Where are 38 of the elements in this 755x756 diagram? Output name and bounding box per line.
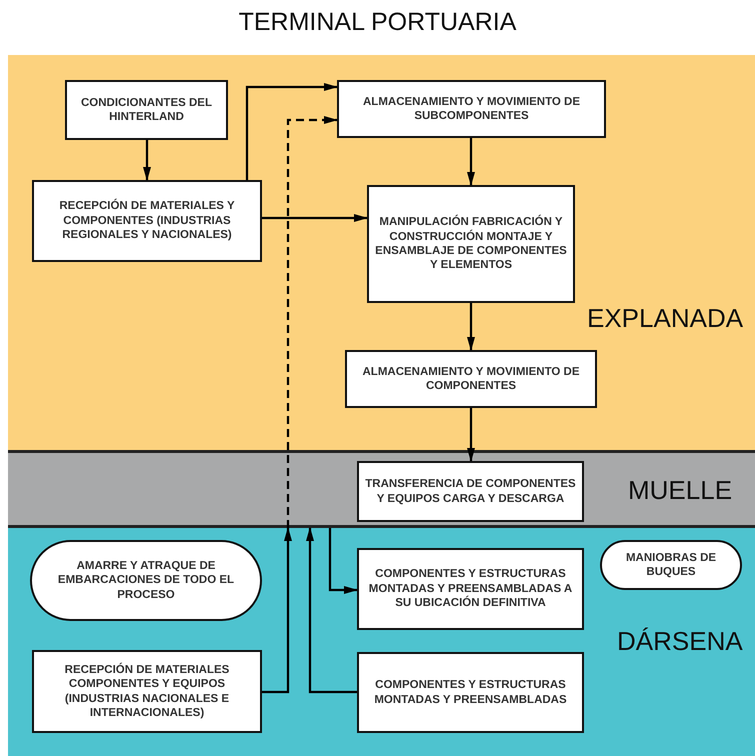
zone-label: DÁRSENA (617, 626, 743, 657)
process-box (32, 650, 262, 733)
process-label: CONDICIONANTES DEL HINTERLAND (80, 96, 213, 124)
arrow (328, 528, 358, 594)
process-box (345, 350, 597, 408)
arrow (262, 527, 292, 694)
process-box (357, 548, 584, 630)
process-label: AMARRE Y ATRAQUE DE EMBARCACIONES DE TODO EL PROCESO (56, 558, 236, 602)
zone-band (8, 528, 755, 756)
process-label: MANIPULACIÓN FABRICACIÓN Y CONSTRUCCIÓN MONTAJE Y ENSAMBLAJE DE COMPONENTES Y ELEMENTOS (375, 215, 567, 273)
arrow (143, 140, 151, 181)
process-label: MANIOBRAS DE BUQUES (624, 550, 718, 580)
rounded-process-box (600, 540, 742, 590)
zone-label: MUELLE (628, 475, 732, 506)
process-label: RECEPCIÓN DE MATERIALES COMPONENTES Y EQUIPOS (INDUSTRIAS NACIONALES E INTERNACIONALES) (64, 662, 230, 720)
process-label: RECEPCIÓN DE MATERIALES Y COMPONENTES (INDUSTRIAS REGIONALES Y NACIONALES) (58, 199, 236, 243)
process-box (357, 652, 584, 733)
diagram-title: TERMINAL PORTUARIA (238, 8, 518, 37)
arrow (286, 116, 338, 528)
process-label: COMPONENTES Y ESTRUCTURAS MONTADAS Y PREENSAMBLADAS (373, 678, 568, 707)
arrow (262, 214, 368, 222)
arrow (467, 138, 475, 186)
zone-band (8, 450, 755, 528)
zone-band (8, 55, 755, 450)
process-label: ALMACENAMIENTO Y MOVIMIENTO DE COMPONENTES (361, 364, 581, 394)
zone-label: EXPLANADA (587, 303, 744, 334)
arrow (306, 527, 357, 694)
process-box (357, 461, 584, 522)
process-box (337, 80, 606, 138)
arrow (246, 83, 338, 180)
process-box (367, 185, 575, 303)
process-label: COMPONENTES Y ESTRUCTURAS MONTADAS Y PREENSAMBLADAS A SU UBICACIÓN DEFINITIVA (368, 567, 574, 611)
arrow (467, 408, 475, 462)
process-box (32, 180, 262, 262)
process-box (65, 80, 228, 140)
process-label: ALMACENAMIENTO Y MOVIMIENTO DE SUBCOMPONENTES (362, 94, 582, 124)
arrow (467, 303, 475, 351)
process-label: TRANSFERENCIA DE COMPONENTES Y EQUIPOS CARGA Y DESCARGA (365, 477, 576, 506)
